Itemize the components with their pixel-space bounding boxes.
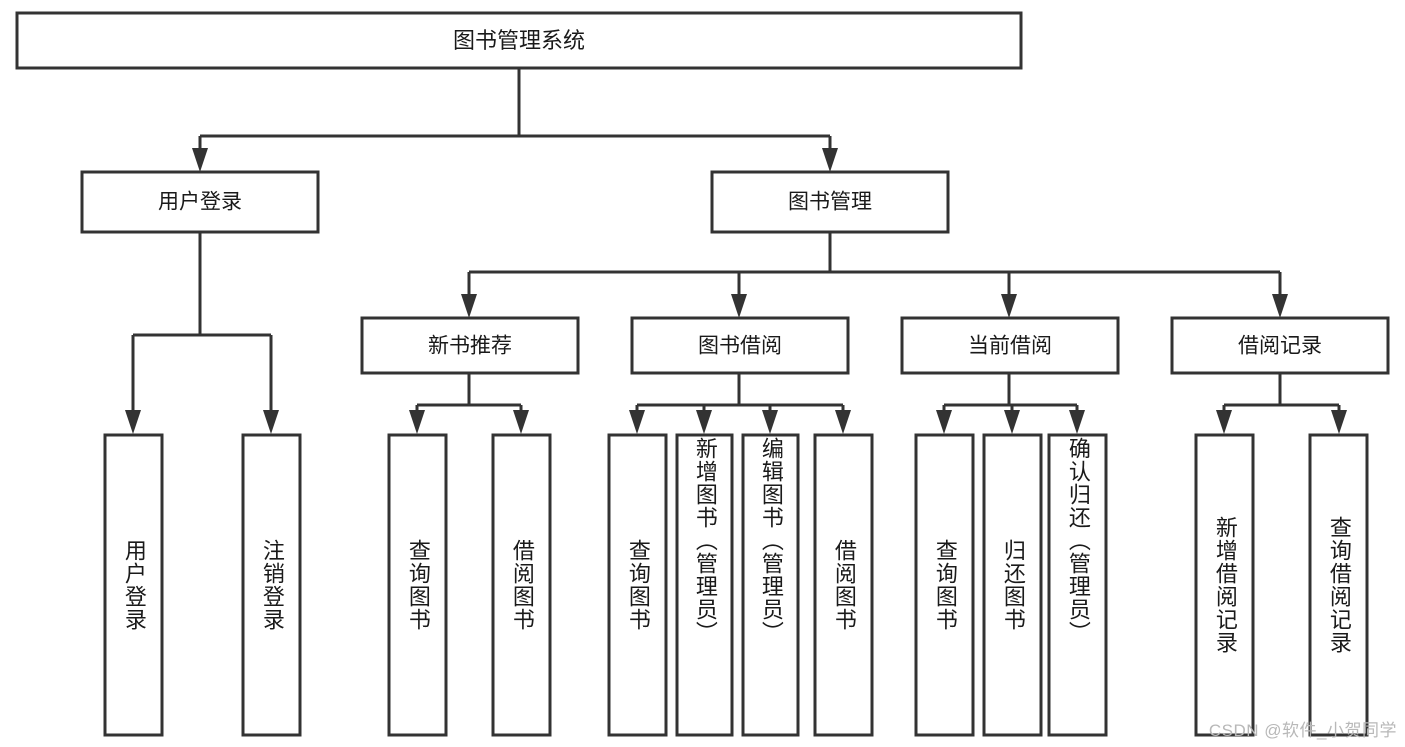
arrow-leaf-confirm-return (1069, 410, 1085, 434)
arrow-book-borrow (731, 294, 747, 318)
node-current-borrow-box[interactable] (900, 316, 1120, 375)
node-book-borrow-label: 图书借阅 (698, 335, 782, 358)
node-root-box[interactable] (15, 11, 1023, 70)
arrow-user-login (192, 148, 208, 172)
node-new-book-recommend[interactable]: 新书推荐 (360, 316, 580, 375)
node-leaf-query-book-3-box[interactable] (914, 433, 975, 737)
arrow-leaf-query-book-2 (629, 410, 645, 434)
node-current-borrow[interactable]: 当前借阅 (900, 316, 1120, 375)
node-leaf-borrow-book-1-box[interactable] (491, 433, 552, 737)
node-new-book-recommend-box[interactable] (360, 316, 580, 375)
node-user-login-label: 用户登录 (158, 191, 242, 214)
node-root[interactable]: 图书管理系统 (15, 11, 1023, 70)
watermark: CSDN @软件_小贺同学 (1208, 721, 1397, 740)
node-user-login-box[interactable] (80, 170, 320, 234)
node-root-label: 图书管理系统 (453, 28, 585, 53)
node-new-book-recommend-label: 新书推荐 (428, 335, 512, 358)
arrow-borrow-record (1272, 294, 1288, 318)
node-leaf-add-record-box[interactable] (1194, 433, 1255, 737)
node-leaf-borrow-book-2-box[interactable] (813, 433, 874, 737)
arrow-leaf-add-book (696, 410, 712, 434)
node-leaf-logout-box[interactable] (241, 433, 302, 737)
node-book-borrow-box[interactable] (630, 316, 850, 375)
node-leaf-add-book-box[interactable] (675, 433, 734, 737)
arrow-leaf-user-login (125, 410, 141, 434)
node-book-manage[interactable]: 图书管理 (710, 170, 950, 234)
node-leaf-edit-book-box[interactable] (741, 433, 800, 737)
arrow-leaf-return-book (1004, 410, 1020, 434)
arrow-leaf-query-book-1 (409, 410, 425, 434)
node-leaf-confirm-return-box[interactable] (1047, 433, 1108, 737)
arrow-leaf-query-record (1331, 410, 1347, 434)
arrow-leaf-borrow-book-2 (835, 410, 851, 434)
node-leaf-query-book-2-box[interactable] (607, 433, 668, 737)
node-current-borrow-label: 当前借阅 (968, 335, 1052, 358)
node-borrow-record[interactable]: 借阅记录 (1170, 316, 1390, 375)
node-leaf-user-login-box[interactable] (103, 433, 164, 737)
arrow-leaf-add-record (1216, 410, 1232, 434)
connector-layer (125, 68, 1347, 434)
arrow-leaf-logout (263, 410, 279, 434)
arrow-leaf-query-book-3 (936, 410, 952, 434)
node-leaf-query-book-1-box[interactable] (387, 433, 448, 737)
node-book-borrow[interactable]: 图书借阅 (630, 316, 850, 375)
node-leaf-return-book-box[interactable] (982, 433, 1043, 737)
node-leaf-query-record-box[interactable] (1308, 433, 1369, 737)
arrow-leaf-edit-book (762, 410, 778, 434)
node-book-manage-label: 图书管理 (788, 191, 872, 214)
node-borrow-record-label: 借阅记录 (1238, 335, 1322, 358)
arrow-leaf-borrow-book-1 (513, 410, 529, 434)
node-borrow-record-box[interactable] (1170, 316, 1390, 375)
arrow-book-manage (822, 148, 838, 172)
arrow-new-book-recommend (461, 294, 477, 318)
node-user-login[interactable]: 用户登录 (80, 170, 320, 234)
node-book-manage-box[interactable] (710, 170, 950, 234)
arrow-current-borrow (1001, 294, 1017, 318)
